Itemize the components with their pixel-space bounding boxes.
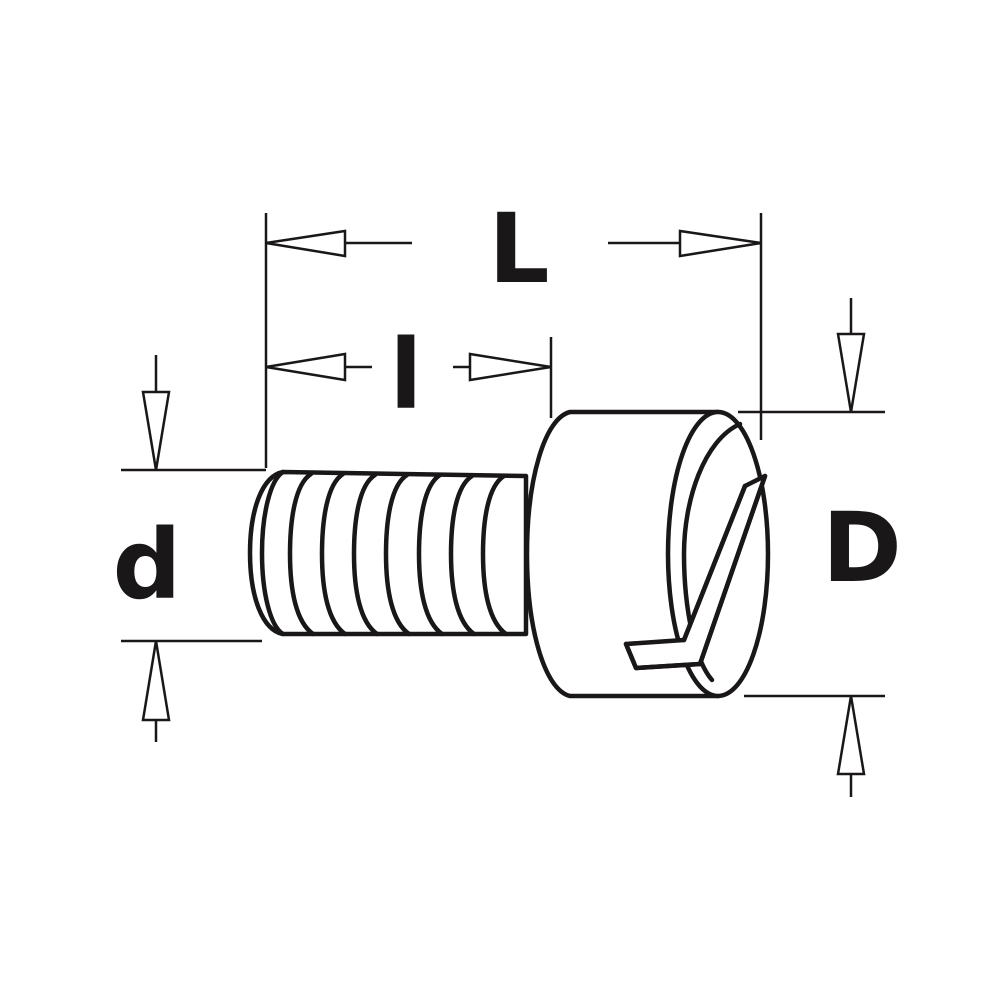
label-d: d bbox=[113, 509, 182, 621]
slot-edge-inner bbox=[681, 483, 748, 643]
label-l: l bbox=[390, 319, 423, 431]
dimension-D: D bbox=[822, 298, 902, 797]
slot-bottom bbox=[623, 641, 703, 671]
arrow-l-left bbox=[265, 352, 347, 382]
screw-shank bbox=[247, 469, 529, 637]
thread-crest bbox=[383, 472, 412, 637]
arrow-L-right bbox=[678, 229, 762, 258]
thread-crest bbox=[351, 472, 380, 637]
slot bbox=[623, 473, 768, 671]
thread-crest bbox=[319, 471, 348, 637]
dimension-l: l bbox=[265, 319, 552, 431]
arrow-d-bottom bbox=[141, 640, 171, 722]
dimension-L: L bbox=[265, 193, 762, 305]
extension-lines bbox=[121, 213, 885, 698]
screw-head bbox=[524, 409, 771, 699]
slot-edge bbox=[697, 473, 768, 667]
label-D: D bbox=[822, 492, 902, 604]
label-L: L bbox=[488, 193, 549, 305]
arrow-L-left bbox=[265, 229, 347, 258]
arrow-D-bottom bbox=[836, 695, 866, 776]
thread-crest bbox=[287, 471, 316, 637]
shank-tip bbox=[259, 469, 286, 637]
arrow-d-top bbox=[141, 390, 171, 471]
dimension-d: d bbox=[113, 355, 182, 742]
arrow-D-top bbox=[836, 332, 866, 413]
arrow-l-right bbox=[468, 352, 552, 382]
head-body bbox=[524, 409, 721, 699]
thread-crest bbox=[416, 472, 445, 637]
thread-crest bbox=[448, 473, 477, 637]
thread-crest bbox=[480, 473, 509, 637]
